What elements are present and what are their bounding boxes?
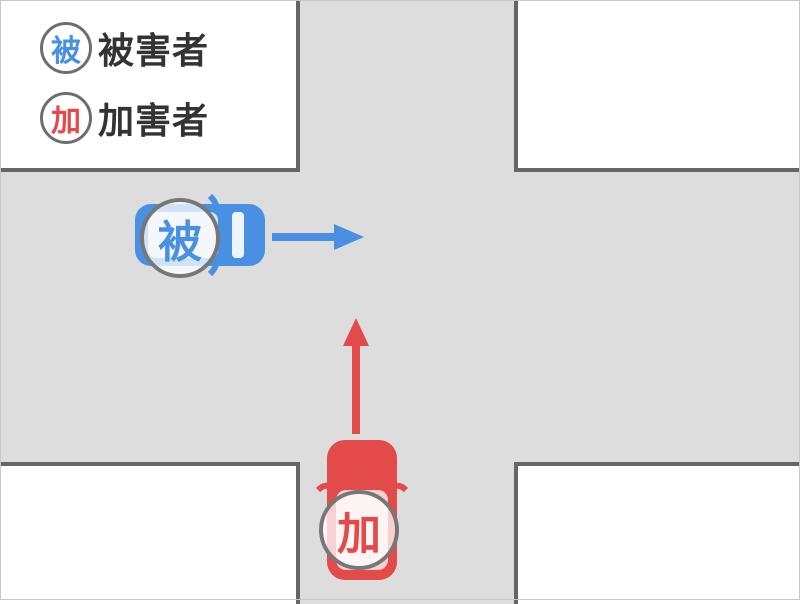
offender-arrow-icon: [343, 318, 369, 434]
victim-label: 被害者: [98, 31, 210, 72]
victim-vehicle-label: 被: [140, 198, 220, 278]
offender-label: 加害者: [98, 101, 210, 142]
corner-block-bottom-left: [0, 462, 300, 604]
offender-badge: 加: [40, 92, 92, 144]
victim-arrow-icon: [272, 224, 364, 250]
corner-block-top-right: [514, 0, 800, 172]
legend-offender: 加 加害者: [40, 92, 209, 144]
offender-vehicle-label: 加: [319, 490, 399, 570]
corner-block-bottom-right: [514, 462, 800, 604]
legend-victim: 被 被害者: [40, 22, 209, 74]
victim-badge: 被: [40, 22, 92, 74]
